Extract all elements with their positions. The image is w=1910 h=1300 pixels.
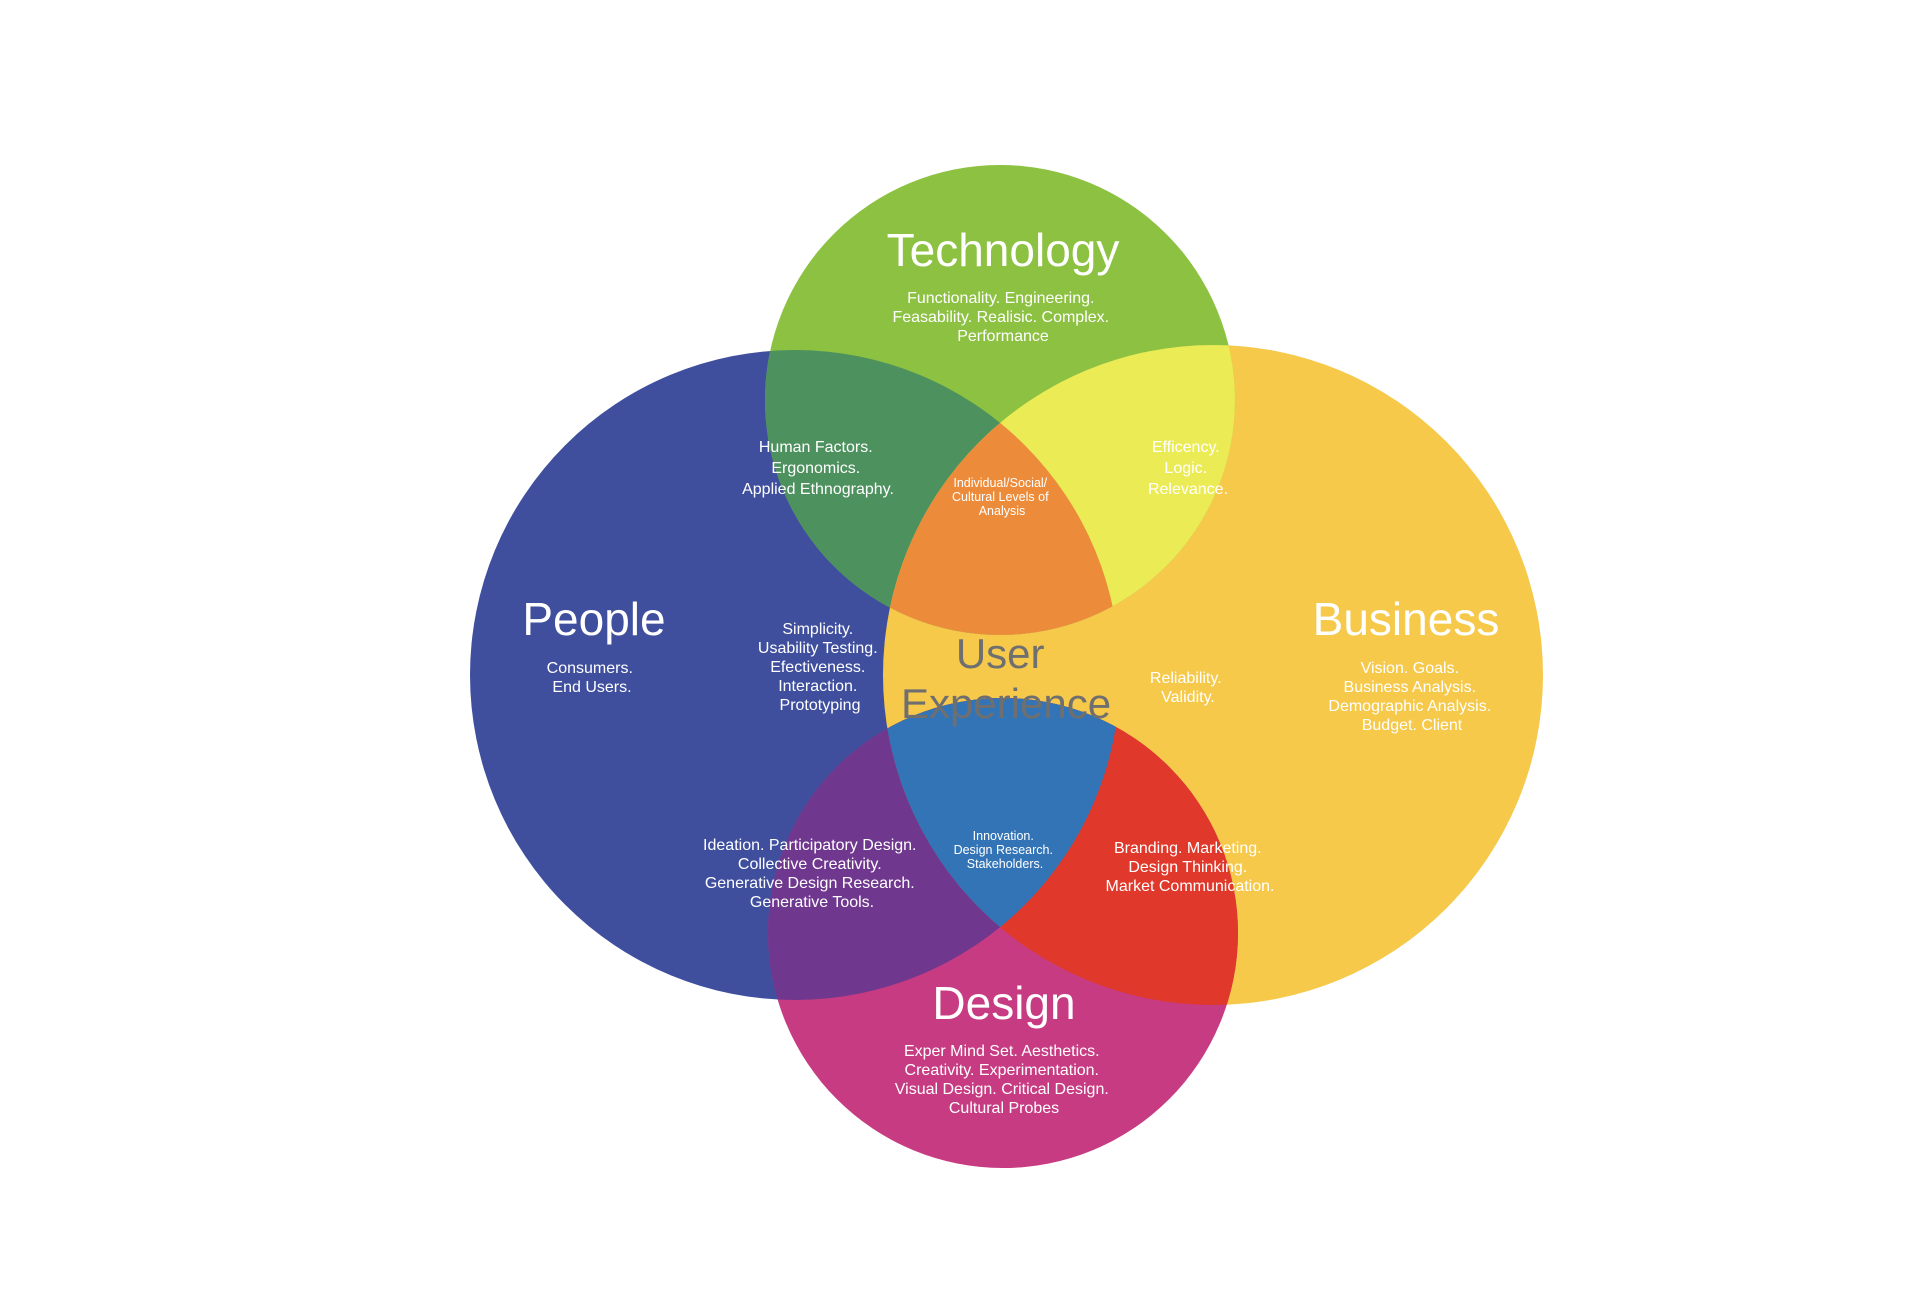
people-technology-design-line: Prototyping (780, 697, 861, 714)
people-technology-design-line: Efectiveness. (770, 659, 865, 676)
business-design-line: Market Communication. (1106, 878, 1275, 895)
business-design-line: Design Thinking. (1128, 859, 1247, 876)
business-design-line: Branding. Marketing. (1114, 840, 1262, 857)
technology-business-design-text: Reliability. Validity. (1150, 670, 1226, 706)
people-business-design-text: Innovation. Design Research. Stakeholder… (954, 829, 1057, 871)
business-line: Budget. Client (1362, 717, 1463, 734)
people-line: End Users. (552, 679, 631, 696)
technology-business-design-line: Reliability. (1150, 670, 1222, 687)
business-line: Demographic Analysis. (1328, 698, 1491, 715)
people-description: Consumers. End Users. (547, 660, 638, 696)
people-design-text: Ideation. Participatory Design. Collecti… (703, 837, 921, 911)
technology-business-line: Logic. (1164, 460, 1207, 477)
user-experience-line: Experience (901, 680, 1111, 727)
technology-business-line: Relevance. (1148, 481, 1228, 498)
design-line: Exper Mind Set. Aesthetics. (904, 1043, 1100, 1060)
people-business-design-line: Design Research. (954, 843, 1053, 857)
people-technology-business-line: Analysis (979, 504, 1026, 518)
business-design-text: Branding. Marketing. Design Thinking. Ma… (1106, 840, 1275, 895)
technology-line: Feasability. Realisic. Complex. (892, 309, 1109, 326)
people-technology-line: Human Factors. (759, 439, 873, 456)
people-business-design-line: Stakeholders. (967, 857, 1043, 871)
people-technology-line: Ergonomics. (771, 460, 860, 477)
design-description: Exper Mind Set. Aesthetics. Creativity. … (895, 1043, 1113, 1117)
people-business-design-line: Innovation. (973, 829, 1034, 843)
people-technology-design-text: Simplicity. Usability Testing. Efectiven… (758, 621, 882, 714)
design-line: Creativity. Experimentation. (905, 1062, 1099, 1079)
people-technology-design-line: Simplicity. (782, 621, 853, 638)
people-line: Consumers. (547, 660, 633, 677)
people-design-line: Ideation. Participatory Design. (703, 837, 916, 854)
business-description: Vision. Goals. Business Analysis. Demogr… (1328, 660, 1495, 734)
design-title: Design (932, 977, 1075, 1029)
technology-business-text: Efficency. Logic. Relevance. (1148, 439, 1228, 498)
technology-line: Performance (957, 328, 1049, 345)
people-technology-design-line: Usability Testing. (758, 640, 878, 657)
people-technology-line: Applied Ethnography. (742, 481, 894, 498)
technology-description: Functionality. Engineering. Feasability.… (892, 290, 1113, 345)
people-design-line: Generative Design Research. (705, 875, 915, 892)
user-experience-line: User (956, 630, 1045, 677)
people-design-line: Generative Tools. (750, 894, 874, 911)
design-line: Cultural Probes (949, 1100, 1059, 1117)
business-line: Vision. Goals. (1361, 660, 1459, 677)
people-technology-business-line: Cultural Levels of (952, 490, 1049, 504)
design-line: Visual Design. Critical Design. (895, 1081, 1109, 1098)
people-technology-text: Human Factors. Ergonomics. Applied Ethno… (742, 439, 894, 498)
business-title: Business (1313, 593, 1500, 645)
technology-business-line: Efficency. (1152, 439, 1220, 456)
user-experience-title: User Experience (901, 630, 1111, 727)
technology-title: Technology (887, 224, 1120, 276)
people-technology-design-line: Interaction. (778, 678, 857, 695)
people-design-line: Collective Creativity. (738, 856, 882, 873)
people-title: People (522, 593, 665, 645)
people-business-design-overlap (883, 698, 1120, 1000)
people-technology-business-text: Individual/Social/ Cultural Levels of An… (952, 476, 1052, 518)
people-technology-business-line: Individual/Social/ (953, 476, 1047, 490)
business-line: Business Analysis. (1344, 679, 1477, 696)
technology-business-design-line: Validity. (1161, 689, 1215, 706)
people-technology-business-overlap (883, 350, 1120, 635)
technology-line: Functionality. Engineering. (907, 290, 1094, 307)
